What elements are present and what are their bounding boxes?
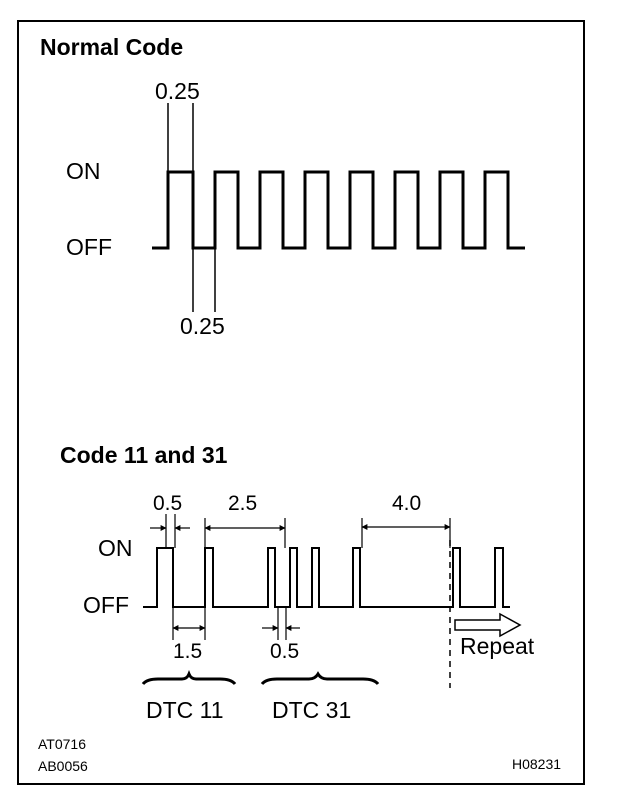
dtc-11-brace (141, 669, 237, 686)
code-on-label: ON (98, 535, 133, 561)
normal-on-label: ON (66, 158, 101, 184)
normal-dim-bottom: 0.25 (180, 313, 225, 339)
dimension-1-5 (172, 607, 206, 640)
code-off-label: OFF (83, 592, 129, 618)
dimension-0-5-bottom (262, 607, 300, 640)
normal-dim-top: 0.25 (155, 78, 200, 104)
dim-label-0-5-top: 0.5 (153, 492, 183, 515)
dtc-11-label: DTC 11 (146, 697, 224, 723)
dimension-4-0 (361, 518, 451, 548)
dim-label-0-5-bottom: 0.5 (270, 640, 300, 663)
figure-id: H08231 (512, 756, 562, 772)
dtc-31-brace (260, 671, 380, 686)
dim-label-1-5: 1.5 (173, 640, 203, 663)
dimension-2-5 (204, 518, 286, 548)
normal-code-waveform (152, 170, 525, 250)
normal-dimension-top (167, 103, 194, 172)
repeat-label: Repeat (460, 633, 535, 659)
dim-label-2-5: 2.5 (228, 492, 258, 515)
reference-code-1: AT0716 (38, 736, 86, 752)
repeat-arrow-icon (454, 612, 522, 638)
dtc-31-label: DTC 31 (272, 697, 352, 723)
reference-code-2: AB0056 (38, 758, 88, 774)
dimension-0-5-top (150, 514, 190, 548)
code-11-31-waveform (143, 547, 450, 608)
normal-code-title: Normal Code (40, 34, 184, 60)
normal-off-label: OFF (66, 234, 112, 260)
dim-label-4-0: 4.0 (392, 492, 422, 515)
repeat-waveform (450, 547, 510, 608)
normal-dimension-bottom (192, 248, 216, 312)
diagram-frame (17, 20, 585, 785)
code-11-31-title: Code 11 and 31 (60, 442, 228, 468)
